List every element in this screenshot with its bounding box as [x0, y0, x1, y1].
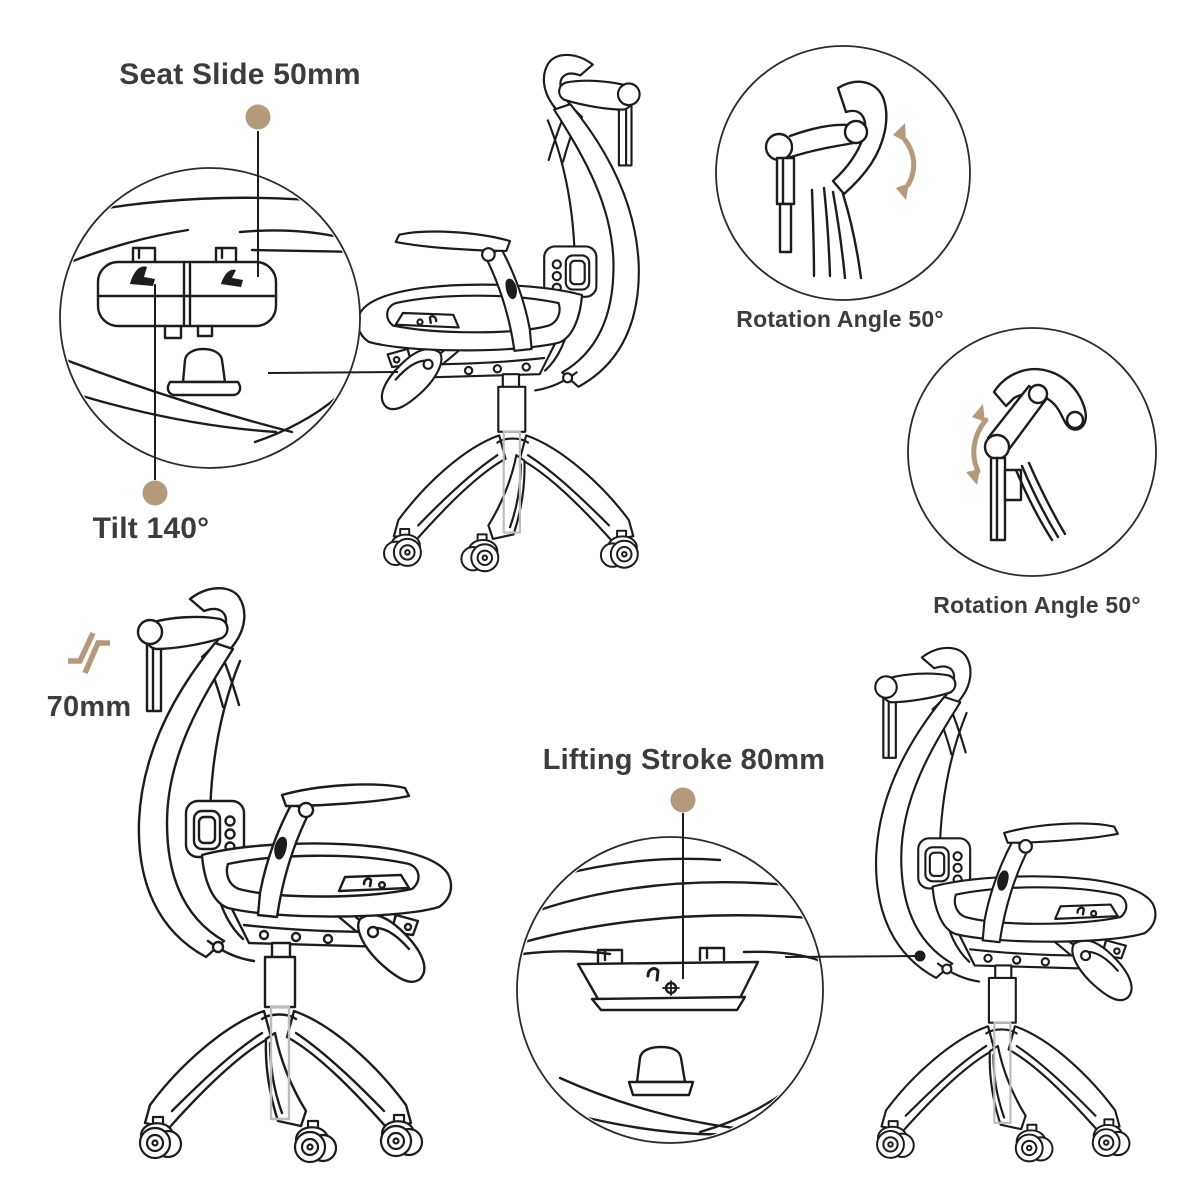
detail-circle-headrest-rotation-2 [907, 327, 1157, 577]
label-headrest-height: 70mm [46, 691, 132, 723]
label-rotation-angle-1: Rotation Angle 50° [736, 306, 944, 332]
chair-illustration-bottom-left [138, 588, 451, 1162]
callout-dot-lifting-stroke [670, 787, 696, 813]
up-down-arrows-icon [68, 631, 110, 675]
detail-headrest-rotation-2-drawing [966, 367, 1087, 542]
chair-illustration-bottom-right [875, 648, 1155, 1162]
label-seat-slide: Seat Slide 50mm [119, 58, 361, 91]
callout-line-circle-to-right-chair [784, 955, 917, 958]
label-tilt: Tilt 140° [92, 512, 210, 545]
detail-headrest-rotation-1-drawing [764, 80, 917, 280]
callout-dot-seat-slide [245, 104, 271, 130]
detail-seat-slide-drawing [62, 196, 358, 444]
rotation-arrow-icon [966, 404, 989, 485]
label-lifting-stroke: Lifting Stroke 80mm [542, 744, 826, 776]
callout-lines [154, 131, 926, 979]
detail-lifting-stroke-drawing [520, 857, 820, 1136]
callout-endpoint-dot [914, 950, 926, 962]
callout-line-circle-to-top-chair [267, 371, 399, 374]
label-rotation-angle-2: Rotation Angle 50° [933, 592, 1141, 618]
callout-dot-tilt [142, 480, 168, 506]
rotation-arrow-icon [893, 123, 917, 200]
chair-illustration-top [358, 55, 640, 571]
